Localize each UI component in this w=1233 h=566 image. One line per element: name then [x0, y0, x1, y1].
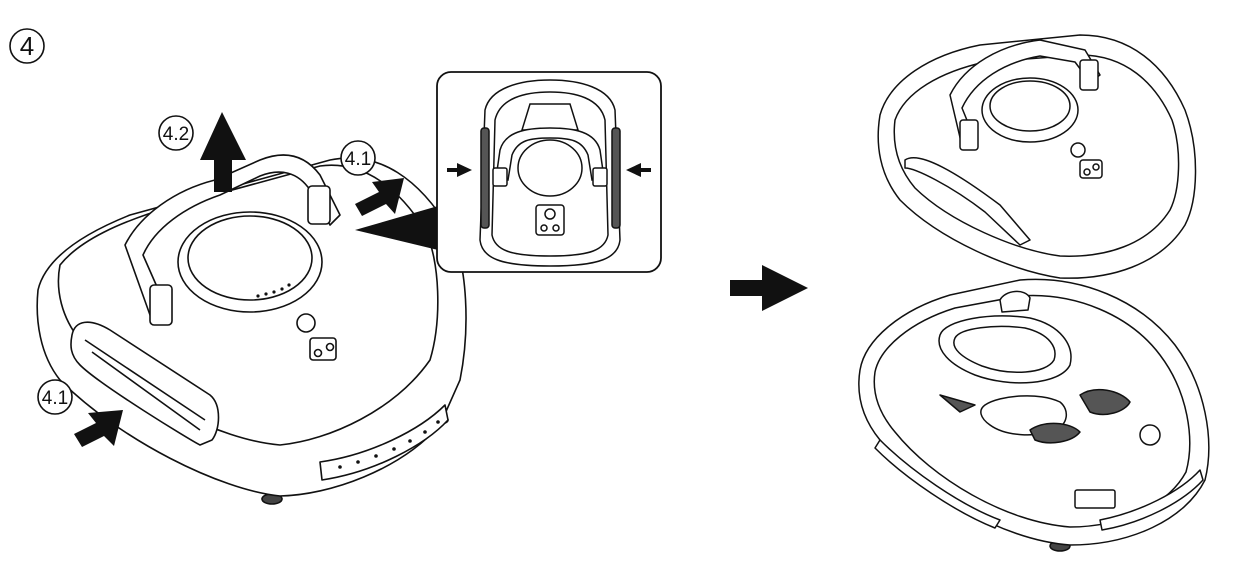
bumper-dots [338, 420, 440, 469]
inset-hinge-right [592, 167, 608, 187]
arrow-right-icon [626, 163, 651, 177]
arrow-diagonal-icon [74, 410, 123, 447]
arrow-up-icon [200, 112, 246, 192]
arrow-right-icon [730, 265, 808, 311]
button-right [325, 342, 335, 352]
press-arrow-side [74, 410, 123, 447]
mower-left [36, 154, 467, 505]
callout-press-top: 4.1 [340, 140, 376, 176]
button-left [313, 348, 323, 358]
inset-button-right [552, 224, 560, 232]
chassis-post [999, 290, 1031, 313]
arrow-right-icon [447, 163, 472, 177]
inset-button-left [540, 224, 548, 232]
hinge-right [307, 185, 331, 225]
cover-button-right [1092, 163, 1100, 171]
callout-press-top-label: 4.1 [345, 149, 371, 170]
inset-hinge-left [492, 167, 508, 187]
lift-arrow [200, 112, 246, 192]
cover-hinge-left [959, 119, 979, 151]
chassis-side-rail [874, 439, 1001, 529]
dome-dots [256, 283, 291, 298]
inset-handle-top [520, 103, 580, 131]
chassis-port [1074, 489, 1116, 509]
zoom-pointer [355, 206, 438, 250]
front-bumper [319, 404, 449, 481]
hinge-left [149, 284, 173, 326]
inset-grip-left [480, 127, 490, 229]
detail-inset [436, 71, 662, 273]
cover-hinge-right [1079, 59, 1099, 91]
chassis-battery-bay-inner [953, 325, 1056, 373]
inset-grip-right [611, 127, 621, 229]
cover-handle [949, 39, 1101, 147]
cover-button-left [1083, 168, 1091, 176]
press-arrow-top [355, 178, 404, 216]
chassis-brush-left [939, 394, 976, 413]
callout-lift-label: 4.2 [163, 124, 189, 145]
inset-knob [544, 208, 556, 220]
chassis-connector [1139, 424, 1161, 446]
arrow-diagonal-icon [355, 178, 404, 216]
chassis-front-rail [1099, 469, 1204, 531]
cover-knob [1070, 142, 1086, 158]
inset-dome [517, 139, 583, 197]
removed-cover [877, 34, 1197, 279]
chassis-brush-right [1079, 388, 1131, 416]
step-number: 4 [20, 31, 34, 61]
cover-dome-top-inner [989, 80, 1071, 132]
chassis-brush-center [1029, 422, 1081, 444]
callout-lift: 4.2 [158, 115, 194, 151]
callout-press-side: 4.1 [37, 379, 73, 415]
side-grip [70, 321, 220, 446]
cover-grip [904, 157, 1031, 246]
stop-knob [296, 313, 316, 333]
cover-dome-inner [187, 215, 313, 301]
step-indicator: 4 [9, 28, 45, 64]
inset-mower [479, 79, 621, 267]
callout-press-side-label: 4.1 [42, 388, 68, 409]
grip-lines [84, 339, 206, 431]
step-circle [9, 28, 45, 64]
chassis [858, 278, 1210, 552]
inset-handle [495, 127, 605, 181]
